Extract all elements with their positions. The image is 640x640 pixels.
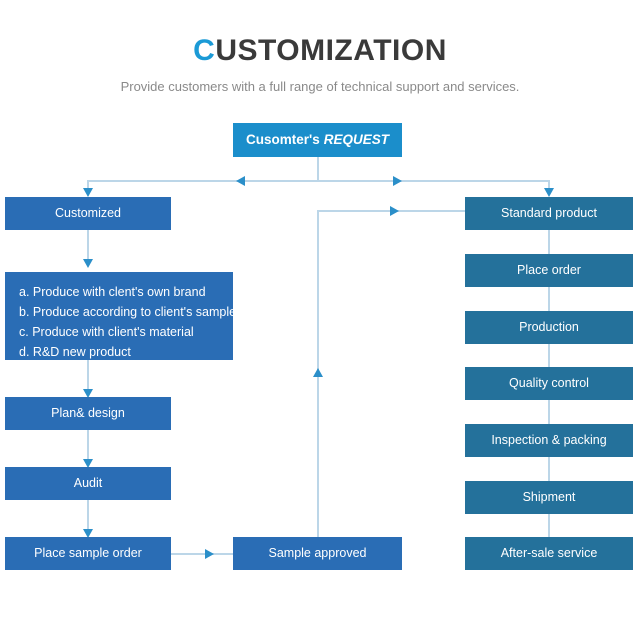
arrow-to-customized-icon: [83, 188, 93, 197]
arrow-customized-to-options-icon: [83, 259, 93, 268]
connector-start-stub: [317, 157, 319, 181]
node-audit[interactable]: Audit: [5, 467, 171, 500]
node-quality-control[interactable]: Quality control: [465, 367, 633, 400]
page-title-rest: USTOMIZATION: [215, 34, 447, 67]
node-plan-design[interactable]: Plan& design: [5, 397, 171, 430]
node-customer-request-emphasis: REQUEST: [323, 131, 389, 147]
connector-split-left-drop: [87, 180, 89, 190]
connector-split-right-drop: [548, 180, 550, 190]
option-item-c: c. Produce with client's material: [19, 325, 194, 339]
option-item-d: d. R&D new product: [19, 345, 131, 359]
connector-shipment-to-after-sale: [548, 514, 550, 546]
arrow-split-right-icon: [393, 176, 402, 186]
connector-inspection-to-shipment: [548, 457, 550, 489]
page-title-accent-letter: C: [193, 34, 216, 67]
page-title: CUSTOMIZATION: [0, 34, 640, 68]
node-customized[interactable]: Customized: [5, 197, 171, 230]
connector-place-sample-to-sample-approved: [171, 553, 233, 555]
arrow-audit-to-place-sample-order-icon: [83, 529, 93, 538]
node-place-order[interactable]: Place order: [465, 254, 633, 287]
arrow-plan-to-audit-icon: [83, 459, 93, 468]
node-customer-request-label: Cusomter's: [246, 131, 320, 147]
node-after-sale-service[interactable]: After-sale service: [465, 537, 633, 570]
arrow-feedback-up-icon: [313, 368, 323, 377]
node-standard-product[interactable]: Standard product: [465, 197, 633, 230]
connector-quality-control-to-inspection: [548, 400, 550, 432]
page-subtitle: Provide customers with a full range of t…: [120, 79, 520, 94]
connector-options-to-plan: [87, 360, 89, 392]
arrow-to-sample-approved-icon: [205, 549, 214, 559]
arrow-feedback-to-standard-product-icon: [390, 206, 399, 216]
arrow-split-left-icon: [236, 176, 245, 186]
connector-audit-to-place-sample-order: [87, 500, 89, 532]
node-shipment[interactable]: Shipment: [465, 481, 633, 514]
connector-plan-to-audit: [87, 430, 89, 462]
node-inspection-packing[interactable]: Inspection & packing: [465, 424, 633, 457]
arrow-to-standard-product-icon: [544, 188, 554, 197]
connector-standard-to-place-order: [548, 230, 550, 262]
connector-split-bar: [88, 180, 549, 182]
option-item-b: b. Produce according to client's sample: [19, 305, 237, 319]
node-production[interactable]: Production: [465, 311, 633, 344]
option-item-a: a. Produce with clent's own brand: [19, 285, 206, 299]
connector-customized-to-options: [87, 230, 89, 262]
node-sample-approved[interactable]: Sample approved: [233, 537, 402, 570]
connector-place-order-to-production: [548, 287, 550, 319]
arrow-options-to-plan-icon: [83, 389, 93, 398]
node-customization-options[interactable]: a. Produce with clent's own brand b. Pro…: [5, 272, 237, 360]
connector-production-to-quality-control: [548, 344, 550, 376]
node-place-sample-order[interactable]: Place sample order: [5, 537, 171, 570]
